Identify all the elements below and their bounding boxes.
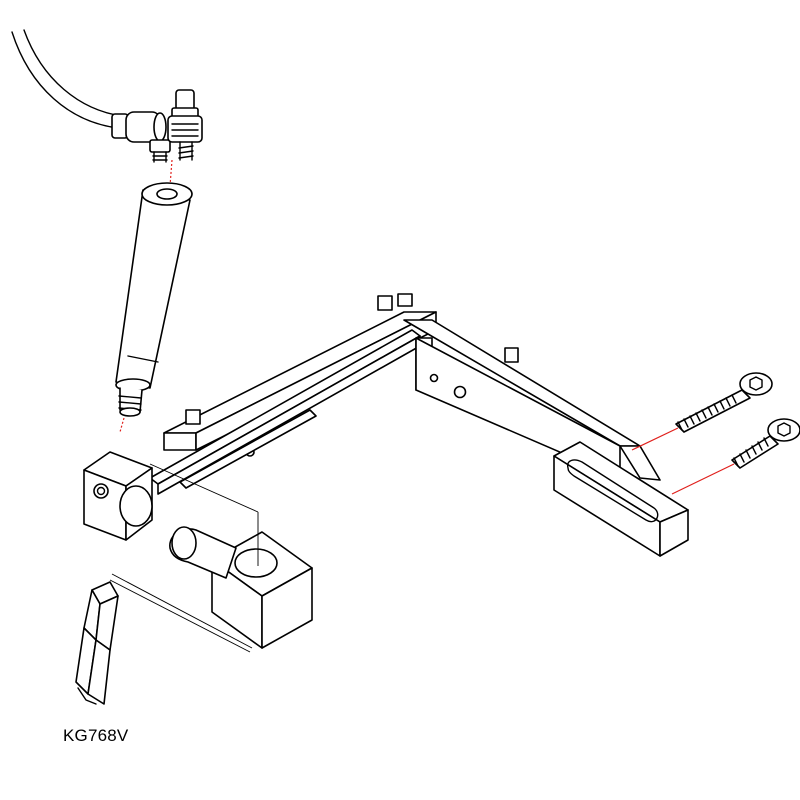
air-hose	[11, 29, 123, 129]
knife-holder-cube	[169, 526, 313, 649]
leader-lines	[109, 463, 259, 653]
knife-blade	[75, 581, 119, 705]
main-rail-arm	[163, 293, 437, 457]
hex-screw-upper	[675, 372, 773, 433]
side-plate	[403, 319, 661, 481]
silencer-valve	[167, 89, 203, 161]
part-number-label: KG768V	[63, 726, 129, 745]
clamp-block	[83, 451, 153, 541]
elbow-fitting	[111, 111, 171, 163]
slotted-bracket	[553, 441, 689, 557]
pneumatic-cylinder	[115, 182, 193, 417]
hex-screw-lower	[731, 418, 800, 469]
lower-rail	[149, 329, 421, 495]
